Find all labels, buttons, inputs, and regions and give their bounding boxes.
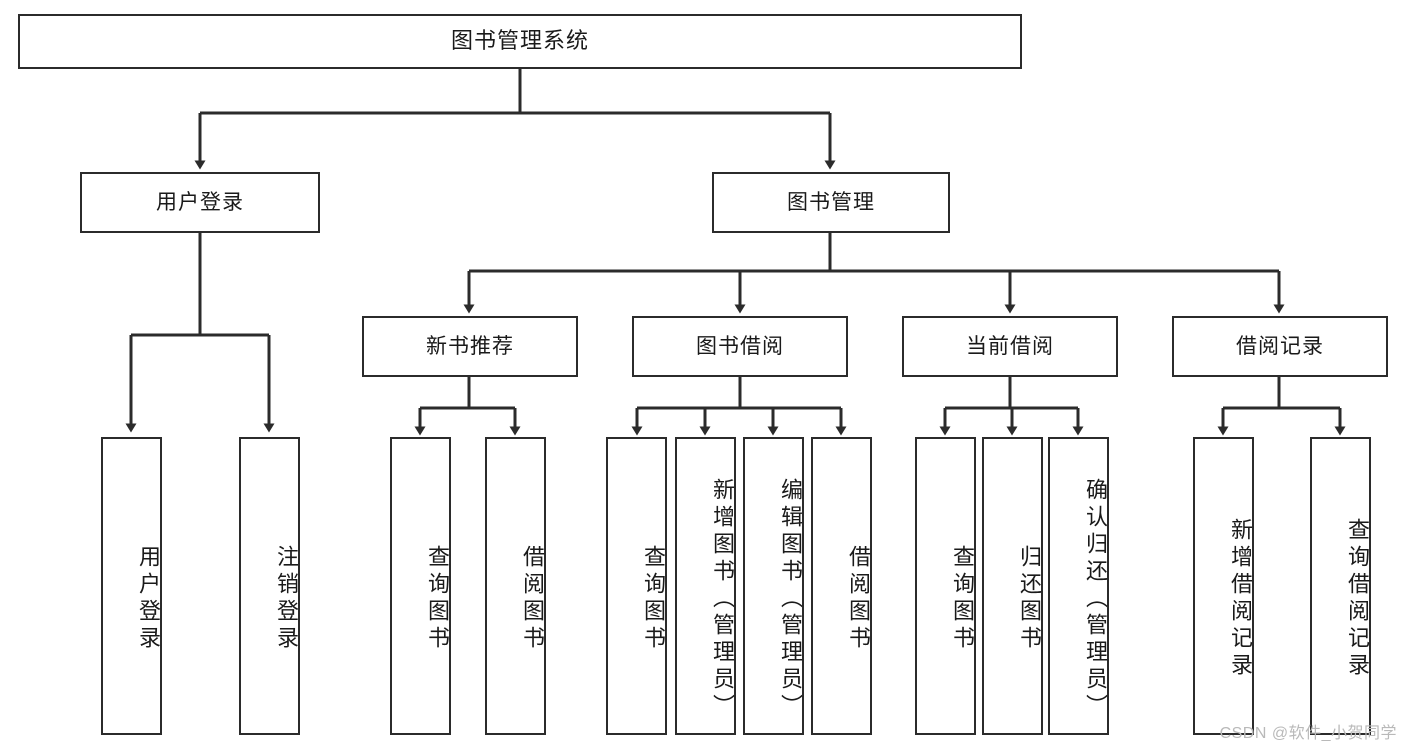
leaf-borrow-record-query[interactable]: 查询借阅记录 (1310, 437, 1371, 735)
leaf-current-borrow-confirm[interactable]: 确认归还（管理员） (1048, 437, 1109, 735)
node-borrow-record[interactable]: 借阅记录 (1172, 316, 1388, 377)
node-book-borrow-label: 图书借阅 (696, 334, 784, 358)
csdn-watermark: CSDN @软件_小贺同学 (1219, 725, 1397, 742)
leaf-label: 用户登录 (136, 545, 161, 653)
leaf-label: 查询图书 (425, 545, 450, 653)
leaf-user-login-login[interactable]: 用户登录 (101, 437, 162, 735)
leaf-label: 新增借阅记录 (1228, 518, 1253, 680)
leaf-label: 注销登录 (274, 545, 299, 653)
node-user-login[interactable]: 用户登录 (80, 172, 320, 233)
leaf-current-borrow-query[interactable]: 查询图书 (915, 437, 976, 735)
leaf-user-login-logout[interactable]: 注销登录 (239, 437, 300, 735)
node-book-manage[interactable]: 图书管理 (712, 172, 950, 233)
node-new-book-recommend[interactable]: 新书推荐 (362, 316, 578, 377)
leaf-label: 查询图书 (641, 545, 666, 653)
leaf-label: 归还图书 (1017, 545, 1042, 653)
leaf-book-borrow-query[interactable]: 查询图书 (606, 437, 667, 735)
node-current-borrow[interactable]: 当前借阅 (902, 316, 1118, 377)
leaf-current-borrow-return[interactable]: 归还图书 (982, 437, 1043, 735)
node-root-label: 图书管理系统 (450, 28, 589, 54)
leaf-book-borrow-add[interactable]: 新增图书（管理员） (675, 437, 736, 735)
node-current-borrow-label: 当前借阅 (966, 334, 1054, 358)
leaf-label: 借阅图书 (846, 545, 871, 653)
leaf-new-book-query[interactable]: 查询图书 (390, 437, 451, 735)
node-user-login-label: 用户登录 (156, 190, 244, 214)
leaf-label: 新增图书（管理员） (710, 477, 735, 721)
node-new-book-recommend-label: 新书推荐 (426, 334, 514, 358)
leaf-book-borrow-edit[interactable]: 编辑图书（管理员） (743, 437, 804, 735)
leaf-book-borrow-borrow[interactable]: 借阅图书 (811, 437, 872, 735)
leaf-borrow-record-add[interactable]: 新增借阅记录 (1193, 437, 1254, 735)
leaf-label: 查询借阅记录 (1345, 518, 1370, 680)
node-book-manage-label: 图书管理 (787, 190, 875, 214)
leaf-label: 借阅图书 (520, 545, 545, 653)
node-book-borrow[interactable]: 图书借阅 (632, 316, 848, 377)
node-root[interactable]: 图书管理系统 (18, 14, 1022, 69)
leaf-label: 编辑图书（管理员） (778, 477, 803, 721)
leaf-label: 查询图书 (950, 545, 975, 653)
leaf-new-book-borrow[interactable]: 借阅图书 (485, 437, 546, 735)
node-borrow-record-label: 借阅记录 (1236, 334, 1324, 358)
leaf-label: 确认归还（管理员） (1083, 477, 1108, 721)
